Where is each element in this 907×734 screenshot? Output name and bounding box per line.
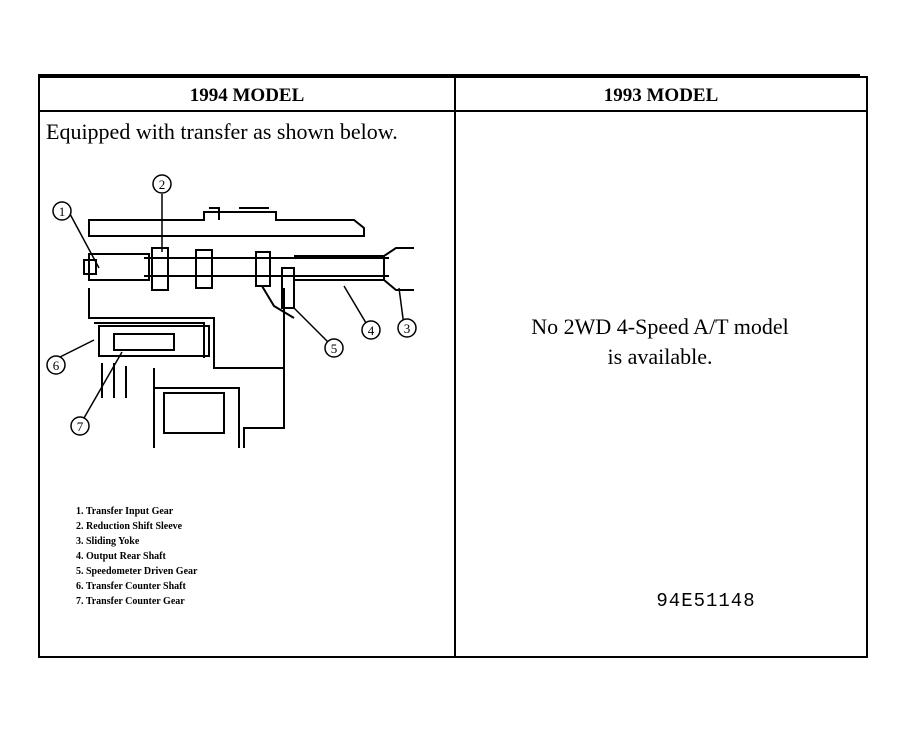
transfer-diagram: 1 2 3 4 5 6 7 <box>46 174 417 448</box>
legend-item: 5. Speedometer Driven Gear <box>76 566 198 577</box>
callout-1: 1 <box>59 204 66 219</box>
parts-legend: 1. Transfer Input Gear 2. Reduction Shif… <box>76 504 197 609</box>
legend-item: 1. Transfer Input Gear <box>76 506 174 517</box>
intro-text: Equipped with transfer as shown below. <box>46 119 398 144</box>
legend-item: 2. Reduction Shift Sleeve <box>76 521 183 532</box>
column-header-1994: 1994 MODEL <box>189 85 305 106</box>
legend-item: 6. Transfer Counter Shaft <box>76 581 186 592</box>
column-divider <box>454 76 456 658</box>
callout-2: 2 <box>159 177 166 192</box>
table-frame <box>38 76 868 658</box>
top-rule <box>38 74 860 76</box>
notice-line-2: is available. <box>607 344 713 369</box>
legend-item: 4. Output Rear Shaft <box>76 551 166 562</box>
header-rule <box>38 110 868 112</box>
callout-3: 3 <box>404 321 411 336</box>
callout-5: 5 <box>331 341 338 356</box>
callout-6: 6 <box>53 358 60 373</box>
notice-line-1: No 2WD 4-Speed A/T model <box>531 314 789 339</box>
availability-notice: No 2WD 4-Speed A/T model is available. <box>470 312 850 372</box>
figure-code: 94E51148 <box>656 590 756 612</box>
column-header-1993: 1993 MODEL <box>603 85 719 106</box>
legend-item: 7. Transfer Counter Gear <box>76 596 185 607</box>
callout-4: 4 <box>368 323 375 338</box>
legend-item: 3. Sliding Yoke <box>76 536 140 547</box>
callout-7: 7 <box>77 419 84 434</box>
